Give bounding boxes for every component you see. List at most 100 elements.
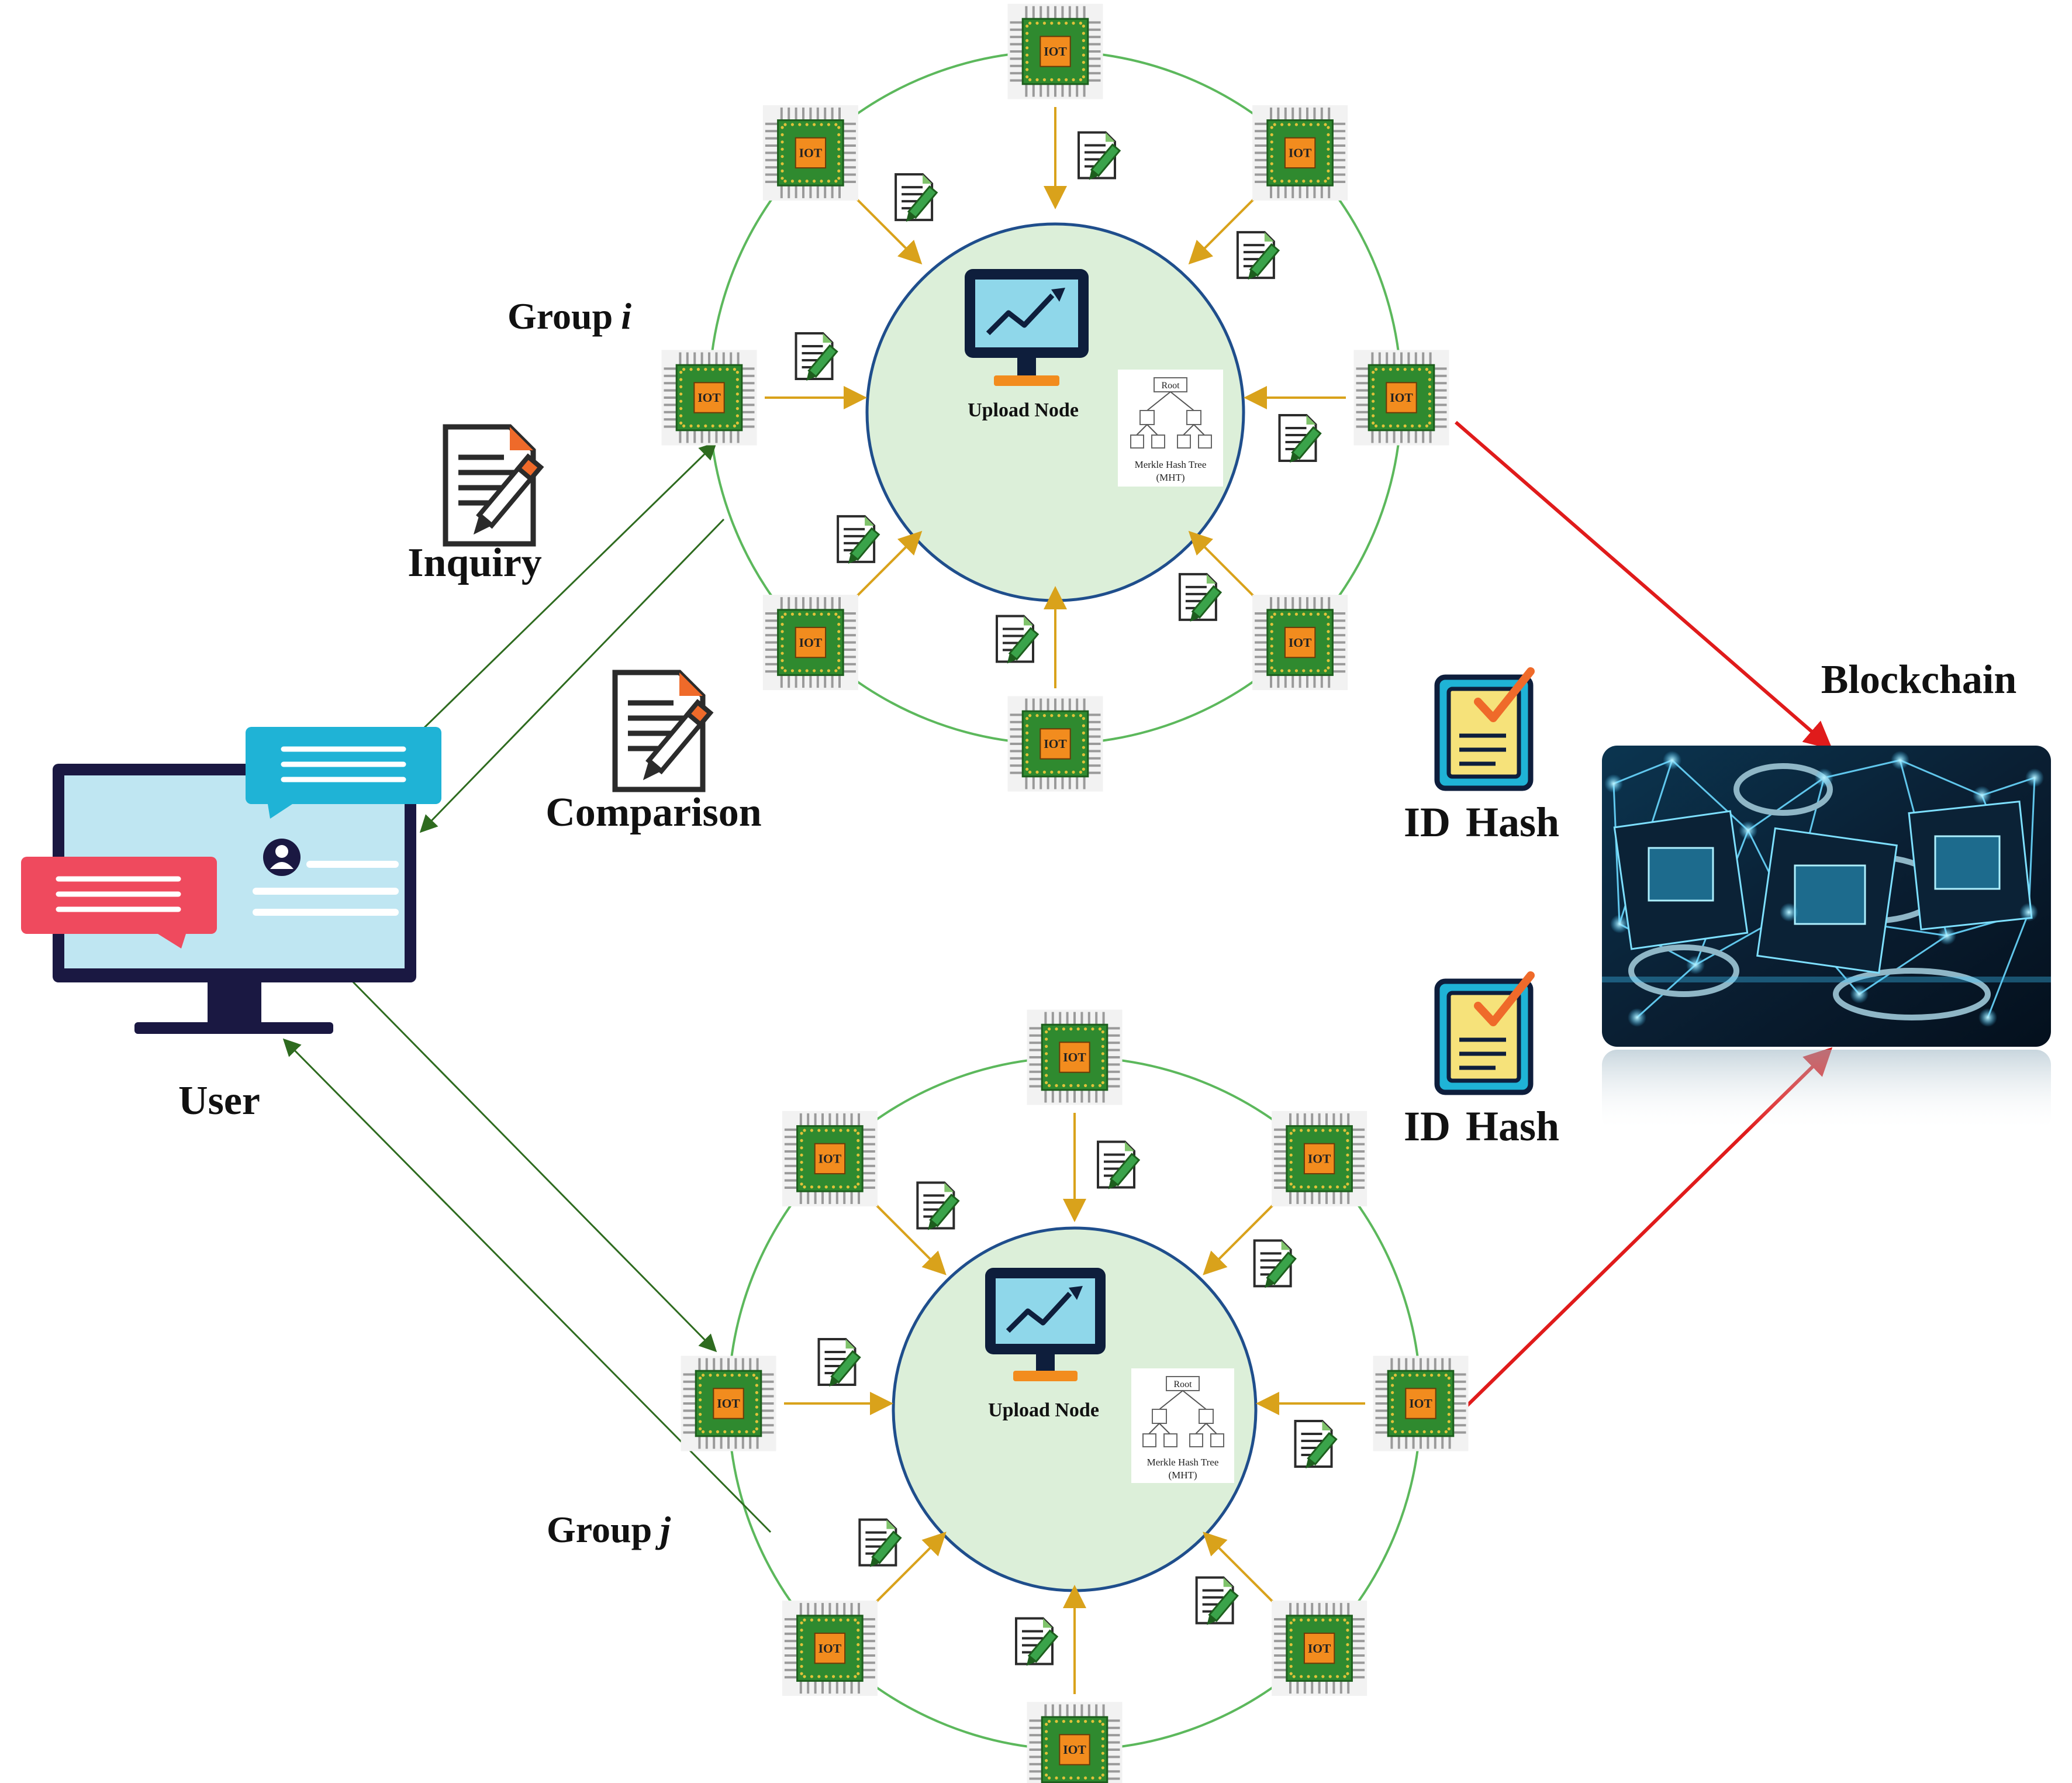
network-node — [1780, 903, 1798, 922]
iot-chip-label: IOT — [1289, 146, 1312, 160]
network-node — [1973, 786, 1991, 805]
iot-chip-label: IOT — [1409, 1396, 1432, 1410]
network-node — [1815, 768, 1833, 787]
blockchain-label: Blockchain — [1821, 657, 2017, 702]
flow-arrow — [1188, 191, 1262, 265]
network-node — [1604, 774, 1623, 793]
iot-chip-icon: IOT — [1272, 1111, 1367, 1206]
iot-chip-label: IOT — [819, 1641, 842, 1656]
user-computer — [21, 727, 441, 1034]
blockchain-image — [1602, 746, 2051, 1132]
mht-caption: Merkle Hash Tree — [1135, 459, 1207, 470]
mht-caption-abbr: (MHT) — [1168, 1470, 1197, 1481]
iot-chip-label: IOT — [1308, 1152, 1331, 1166]
hash-word: Hash — [1466, 799, 1559, 846]
iot-chip-label: IOT — [1289, 636, 1312, 650]
iot-chip-label: IOT — [799, 636, 823, 650]
id-word: ID — [1404, 1103, 1451, 1150]
iot-chip-label: IOT — [1063, 1743, 1086, 1757]
group-index: i — [621, 295, 631, 337]
flow-arrow — [1203, 1532, 1281, 1610]
data-document-icon — [1097, 1140, 1141, 1189]
iot-chip-label: IOT — [1063, 1050, 1086, 1064]
network-node — [1610, 915, 1629, 933]
group-word: Group — [547, 1509, 652, 1550]
network-node — [2019, 903, 2038, 922]
iot-chip-icon: IOT — [1007, 696, 1103, 792]
data-document-icon — [1178, 573, 1223, 622]
flow-arrow — [341, 970, 717, 1353]
iot-chip-icon: IOT — [1373, 1356, 1469, 1451]
data-document-icon — [1236, 231, 1280, 280]
iot-chip-icon: IOT — [1353, 350, 1449, 446]
mht-root: Root — [1161, 381, 1180, 391]
network-node — [1686, 956, 1705, 974]
data-document-icon — [1253, 1239, 1297, 1288]
data-document-icon — [1195, 1576, 1239, 1625]
merkle-hash-tree: Root Merkle Hash Tree (MHT) — [1118, 370, 1223, 487]
data-document-icon — [837, 515, 880, 564]
hash-word: Hash — [1466, 1103, 1559, 1150]
inquiry-document-icon — [443, 424, 544, 547]
flow-arrow — [868, 1197, 947, 1275]
iot-chip-icon: IOT — [1252, 105, 1348, 201]
network-node — [1850, 985, 1869, 1003]
flow-arrow — [423, 442, 717, 729]
upload-node-j: Upload Node Root Merkle Hash Tree (MHT) — [985, 1268, 1234, 1483]
network-node — [2025, 768, 2044, 787]
flow-arrow — [849, 191, 923, 265]
iot-chip-icon: IOT — [762, 595, 858, 691]
iot-chip-icon: IOT — [782, 1601, 878, 1696]
data-document-icon — [895, 173, 938, 222]
upload-node-label: Upload Node — [968, 399, 1079, 421]
iot-chip-icon: IOT — [1027, 1009, 1123, 1105]
block-cube-1 — [1613, 810, 1749, 950]
data-document-icon — [996, 615, 1040, 664]
id-hash-clipboard-icon — [1434, 971, 1535, 1095]
data-document-icon — [1278, 414, 1322, 463]
mht-root: Root — [1173, 1380, 1192, 1389]
data-document-icon — [1294, 1420, 1338, 1469]
data-document-icon — [795, 332, 838, 381]
avatar-icon — [263, 839, 301, 876]
mht-caption: Merkle Hash Tree — [1147, 1457, 1219, 1468]
flow-arrow — [1203, 1197, 1281, 1275]
block-cube-2 — [1756, 827, 1898, 974]
monitor-stand — [134, 1022, 333, 1034]
iot-chip-icon: IOT — [762, 105, 858, 201]
id-hash-label: ID Hash — [1404, 1103, 1559, 1150]
merkle-hash-tree: Root Merkle Hash Tree (MHT) — [1131, 1368, 1234, 1483]
iot-chip-icon: IOT — [782, 1111, 878, 1206]
iot-chip-label: IOT — [819, 1152, 842, 1166]
monitor-chart-icon — [985, 1268, 1106, 1381]
id-hash-clipboard-icon — [1434, 667, 1535, 791]
iot-chip-icon: IOT — [1007, 4, 1103, 99]
network-node — [1938, 926, 1956, 945]
comparison-document-icon — [612, 670, 714, 792]
chat-bubble-blue — [246, 727, 441, 819]
document-icons-layer — [795, 131, 1338, 1666]
network-node — [1891, 751, 1909, 770]
iot-chip-icon: IOT — [661, 350, 757, 446]
flow-arrow — [849, 530, 923, 604]
group-index: j — [655, 1509, 671, 1550]
flow-arrow — [282, 1038, 772, 1533]
upload-node-i: Upload Node Root Merkle Hash Tree (MHT) — [965, 269, 1223, 487]
data-document-icon — [1015, 1617, 1059, 1666]
data-document-icon — [1078, 131, 1121, 180]
block-cube-3 — [1908, 800, 2033, 931]
iot-chip-icon: IOT — [1272, 1601, 1367, 1696]
data-document-icon — [916, 1181, 960, 1230]
iot-chip-label: IOT — [717, 1396, 740, 1410]
iot-chip-label: IOT — [799, 146, 823, 160]
monitor-chart-icon — [965, 269, 1089, 386]
iot-chip-label: IOT — [1390, 391, 1413, 405]
network-node — [1739, 821, 1757, 840]
data-document-icon — [858, 1518, 902, 1567]
mht-caption-abbr: (MHT) — [1156, 472, 1185, 483]
iot-chip-label: IOT — [1044, 737, 1067, 751]
